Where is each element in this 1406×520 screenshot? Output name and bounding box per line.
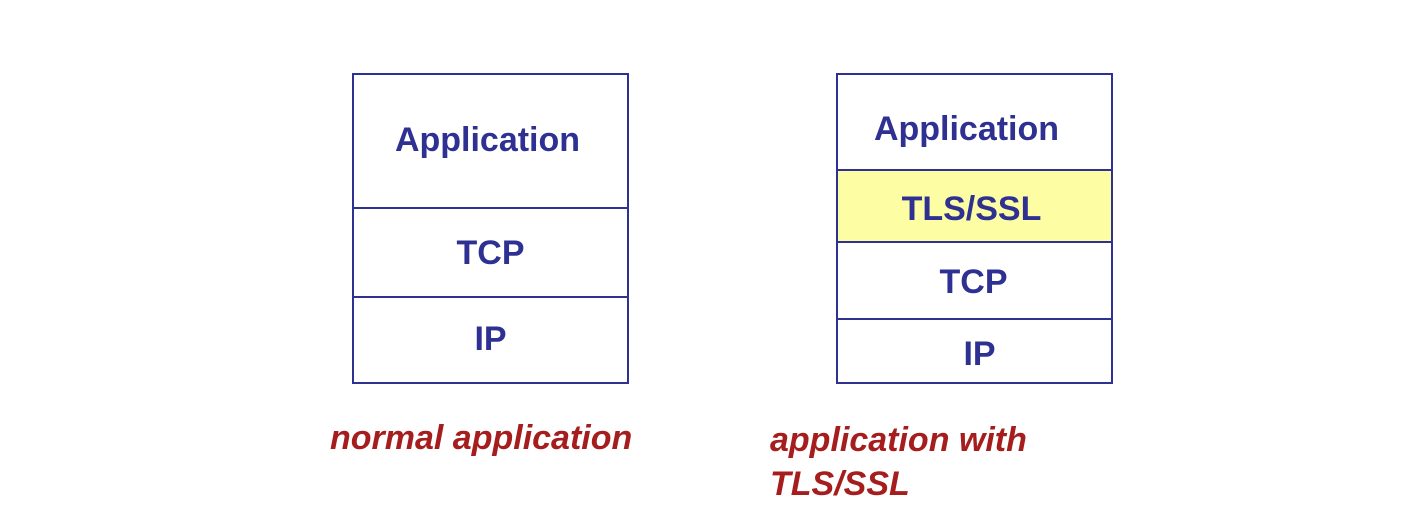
application-layer-label: Application bbox=[394, 120, 581, 159]
tls-ssl-layer-label: TLS/SSL bbox=[901, 189, 1042, 228]
ip-layer-label: IP bbox=[474, 319, 507, 358]
ip-layer: IP bbox=[838, 318, 1111, 382]
tcp-layer: TCP bbox=[838, 241, 1111, 318]
normal-protocol-stack: Application TCP IP bbox=[352, 73, 629, 384]
tls-application-caption-line1: application with bbox=[770, 421, 1027, 459]
ip-layer-label: IP bbox=[963, 334, 996, 373]
application-layer: Application bbox=[838, 75, 1111, 169]
tcp-layer-label: TCP bbox=[939, 263, 1008, 301]
tls-protocol-stack: Application TLS/SSL TCP IP bbox=[836, 73, 1113, 384]
ip-layer: IP bbox=[354, 296, 627, 382]
tls-application-caption-line2: TLS/SSL bbox=[770, 465, 910, 503]
application-layer: Application bbox=[354, 75, 627, 207]
tcp-layer-label: TCP bbox=[456, 234, 525, 272]
normal-application-caption: normal application bbox=[330, 419, 633, 457]
tls-ssl-layer: TLS/SSL bbox=[838, 169, 1111, 241]
application-layer-label: Application bbox=[873, 109, 1060, 148]
tcp-layer: TCP bbox=[354, 207, 627, 296]
